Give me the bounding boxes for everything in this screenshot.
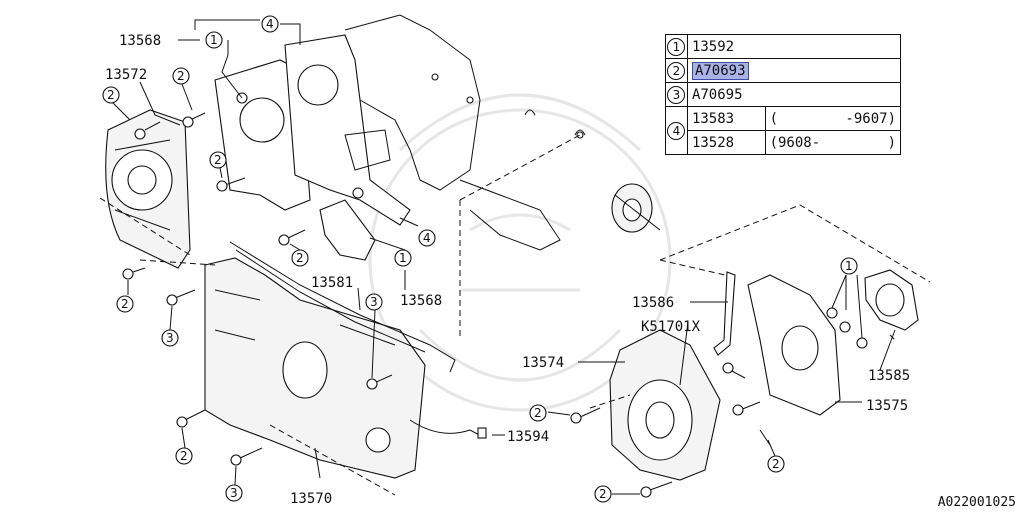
callout-2: 2 — [102, 86, 120, 104]
belt-cover-back-13568 — [214, 59, 311, 211]
label-13568-top: 13568 — [119, 33, 161, 49]
label-13574: 13574 — [522, 355, 564, 371]
gasket-13581 — [229, 241, 456, 373]
callouts: 1 4 2 2 2 2 3 2 3 4 1 2 3 2 2 2 1 — [102, 15, 858, 503]
leader-lines — [111, 19, 896, 495]
legend-part-number[interactable]: 13528 — [686, 130, 766, 155]
legend-row-selected[interactable]: 2 A70693 — [665, 58, 902, 83]
label-13585: 13585 — [868, 368, 910, 384]
callout-1-badge: 1 — [667, 37, 686, 56]
belt-cover-lower-13570 — [204, 257, 426, 479]
belt-cover-left-13572 — [105, 109, 191, 269]
svg-text:1: 1 — [399, 251, 407, 265]
legend-part-number[interactable]: 13592 — [686, 34, 902, 59]
callout-2: 2 — [594, 485, 612, 503]
legend-row[interactable]: 1 13592 — [665, 34, 902, 59]
callout-3: 3 — [161, 329, 179, 347]
label-K51701X: K51701X — [641, 319, 701, 335]
svg-text:4: 4 — [266, 17, 274, 31]
svg-text:2: 2 — [121, 297, 129, 311]
svg-text:1: 1 — [210, 33, 218, 47]
svg-text:2: 2 — [772, 457, 780, 471]
label-13586: 13586 — [632, 295, 674, 311]
legend-part-number[interactable]: A70695 — [686, 82, 902, 107]
callout-4: 4 — [261, 15, 279, 33]
tensioner-pulley — [611, 183, 661, 233]
watermark-emblem — [368, 93, 672, 412]
callout-3-badge: 3 — [667, 85, 686, 104]
parts-legend-table: 1 13592 2 A70693 3 A70695 4 13583 ( -960… — [665, 34, 902, 155]
svg-text:2: 2 — [296, 251, 304, 265]
belt-guide-13586 — [713, 271, 736, 356]
legend-row[interactable]: 4 13583 ( -9607) — [665, 106, 902, 155]
label-13581: 13581 — [311, 275, 353, 291]
callout-1: 1 — [205, 31, 223, 49]
svg-text:3: 3 — [370, 295, 378, 309]
svg-text:2: 2 — [599, 487, 607, 501]
label-13572: 13572 — [105, 67, 147, 83]
callout-2: 2 — [116, 295, 134, 313]
callout-1: 1 — [394, 249, 412, 267]
callout-2-badge: 2 — [667, 61, 686, 80]
svg-text:2: 2 — [177, 69, 185, 83]
assembly-dashed-lines — [99, 134, 931, 496]
legend-applicability: ( -9607) — [764, 106, 902, 131]
legend-part-number[interactable]: 13583 — [686, 106, 766, 131]
label-13575: 13575 — [866, 398, 908, 414]
svg-text:2: 2 — [214, 153, 222, 167]
cover-plate-13575 — [747, 274, 868, 416]
label-13570: 13570 — [290, 491, 332, 507]
legend-row[interactable]: 3 A70695 — [665, 82, 902, 107]
cover-bracket — [319, 199, 376, 261]
svg-text:2: 2 — [107, 88, 115, 102]
callout-4-badge: 4 — [667, 121, 686, 140]
label-13568-bottom: 13568 — [400, 293, 442, 309]
callout-1: 1 — [840, 257, 858, 275]
callout-3: 3 — [225, 484, 243, 502]
callout-2: 2 — [291, 249, 309, 267]
legend-part-number-highlighted[interactable]: A70693 — [691, 61, 749, 80]
callout-3: 3 — [365, 293, 383, 311]
bolts — [122, 112, 771, 498]
belt-cover-plate-upper — [284, 34, 411, 226]
callout-2: 2 — [175, 447, 193, 465]
seal-13594 — [409, 419, 487, 439]
svg-text:1: 1 — [845, 259, 853, 273]
catalog-code: A022001025 — [937, 495, 1016, 510]
callout-2: 2 — [529, 404, 547, 422]
engine-block-outline — [344, 14, 586, 251]
belt-cover-right-13574 — [609, 329, 721, 481]
legend-row[interactable]: 13528 (9608- ) — [666, 130, 902, 155]
callout-2: 2 — [209, 151, 227, 169]
svg-text:3: 3 — [230, 486, 238, 500]
legend-applicability: (9608- ) — [764, 130, 902, 155]
svg-text:2: 2 — [534, 406, 542, 420]
callout-2: 2 — [767, 455, 785, 473]
svg-text:2: 2 — [180, 449, 188, 463]
svg-text:4: 4 — [423, 231, 431, 245]
gasket-13585 — [864, 269, 919, 331]
callout-2: 2 — [172, 67, 190, 85]
svg-text:3: 3 — [166, 331, 174, 345]
callout-4: 4 — [418, 229, 436, 247]
label-13594: 13594 — [507, 429, 549, 445]
